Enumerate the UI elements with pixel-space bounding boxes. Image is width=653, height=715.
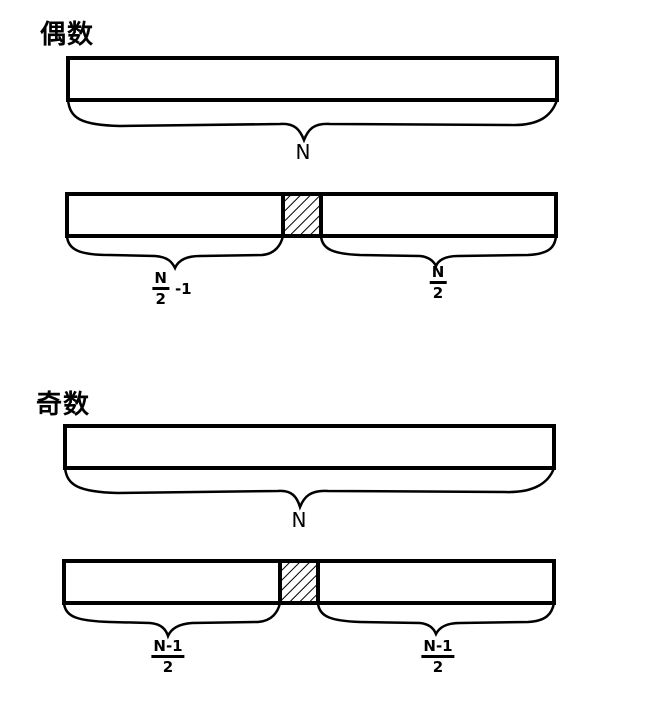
even-right-numerator: N <box>429 264 447 284</box>
even-right-denominator: 2 <box>432 284 444 302</box>
even-left-numerator: N <box>152 270 169 290</box>
odd-right-numerator: N-1 <box>421 638 455 658</box>
odd-right-denominator: 2 <box>432 658 444 676</box>
even-full-array <box>66 56 559 102</box>
even-heading: 偶数 <box>40 20 95 50</box>
even-left-brace <box>65 235 285 271</box>
even-full-brace <box>66 99 559 144</box>
odd-left-numerator: N-1 <box>151 638 185 658</box>
odd-right-brace <box>316 602 556 638</box>
even-middle-element <box>281 192 323 238</box>
odd-left-denominator: 2 <box>162 658 174 676</box>
even-full-label: N <box>295 140 311 164</box>
odd-right-label: N-1 2 <box>421 638 455 676</box>
even-left-denominator: 2 <box>155 290 166 308</box>
odd-full-brace <box>63 467 556 511</box>
even-right-brace <box>319 235 558 270</box>
odd-full-label: N <box>291 508 307 532</box>
odd-heading: 奇数 <box>36 390 91 420</box>
even-left-suffix: -1 <box>174 279 192 298</box>
even-right-label: N 2 <box>429 264 447 302</box>
odd-left-label: N-1 2 <box>151 638 185 676</box>
odd-left-brace <box>62 602 282 640</box>
odd-full-array <box>63 424 556 470</box>
even-left-label: N 2 -1 <box>152 270 192 308</box>
odd-middle-element <box>278 559 320 605</box>
